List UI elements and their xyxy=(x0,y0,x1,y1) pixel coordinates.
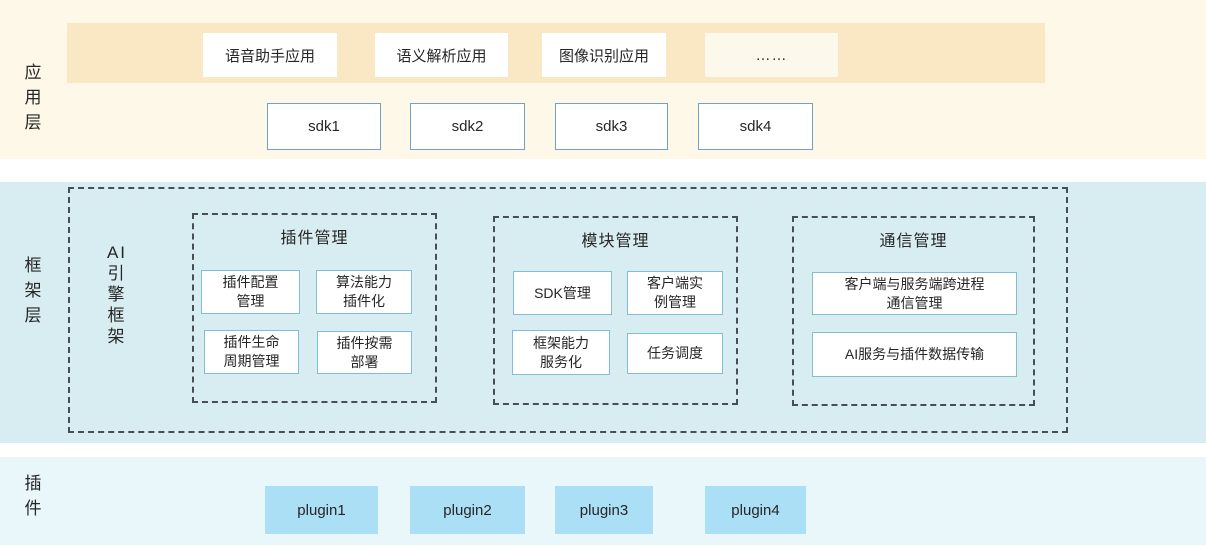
app-box-semantic-parsing: 语义解析应用 xyxy=(375,33,508,77)
sdk-box-3: sdk3 xyxy=(555,103,668,150)
plugin-layer-label: 插件 xyxy=(24,474,44,518)
capability-box-framework-service: 框架能力 服务化 xyxy=(512,330,610,375)
capability-box-ai-plugin-data-transfer: AI服务与插件数据传输 xyxy=(812,332,1017,377)
capability-box-plugin-lifecycle: 插件生命 周期管理 xyxy=(204,330,299,374)
sdk-box-2: sdk2 xyxy=(410,103,525,150)
section-title-communication-management: 通信管理 xyxy=(879,233,948,250)
capability-box-cross-process-communication: 客户端与服务端跨进程 通信管理 xyxy=(812,272,1017,315)
capability-box-algorithm-pluginization: 算法能力 插件化 xyxy=(316,270,412,314)
section-communication-management: 通信管理 xyxy=(792,216,1035,406)
ai-engine-frame xyxy=(68,187,1068,433)
section-plugin-management: 插件管理 xyxy=(192,213,437,403)
capability-box-plugin-on-demand-deploy: 插件按需 部署 xyxy=(317,331,412,374)
plugin-box-2: plugin2 xyxy=(410,486,525,534)
section-title-plugin-management: 插件管理 xyxy=(280,230,349,247)
section-module-management: 模块管理 xyxy=(493,216,738,405)
plugin-box-1: plugin1 xyxy=(265,486,378,534)
sdk-box-4: sdk4 xyxy=(698,103,813,150)
capability-box-client-instance: 客户端实 例管理 xyxy=(627,271,723,315)
section-title-module-management: 模块管理 xyxy=(581,233,650,250)
capability-box-plugin-config: 插件配置 管理 xyxy=(201,270,300,314)
framework-layer-label: 框架层 xyxy=(24,256,44,325)
capability-box-task-scheduling: 任务调度 xyxy=(627,333,723,374)
ai-engine-label: AI引擎框架 xyxy=(106,243,128,346)
app-box-more-apps: …… xyxy=(705,33,838,77)
plugin-box-4: plugin4 xyxy=(705,486,806,534)
sdk-box-1: sdk1 xyxy=(267,103,381,150)
app-layer-label: 应用层 xyxy=(24,63,44,132)
app-box-image-recognition: 图像识别应用 xyxy=(542,33,666,77)
app-box-voice-assistant: 语音助手应用 xyxy=(203,33,337,77)
plugin-box-3: plugin3 xyxy=(555,486,653,534)
capability-box-sdk-management: SDK管理 xyxy=(513,271,612,315)
